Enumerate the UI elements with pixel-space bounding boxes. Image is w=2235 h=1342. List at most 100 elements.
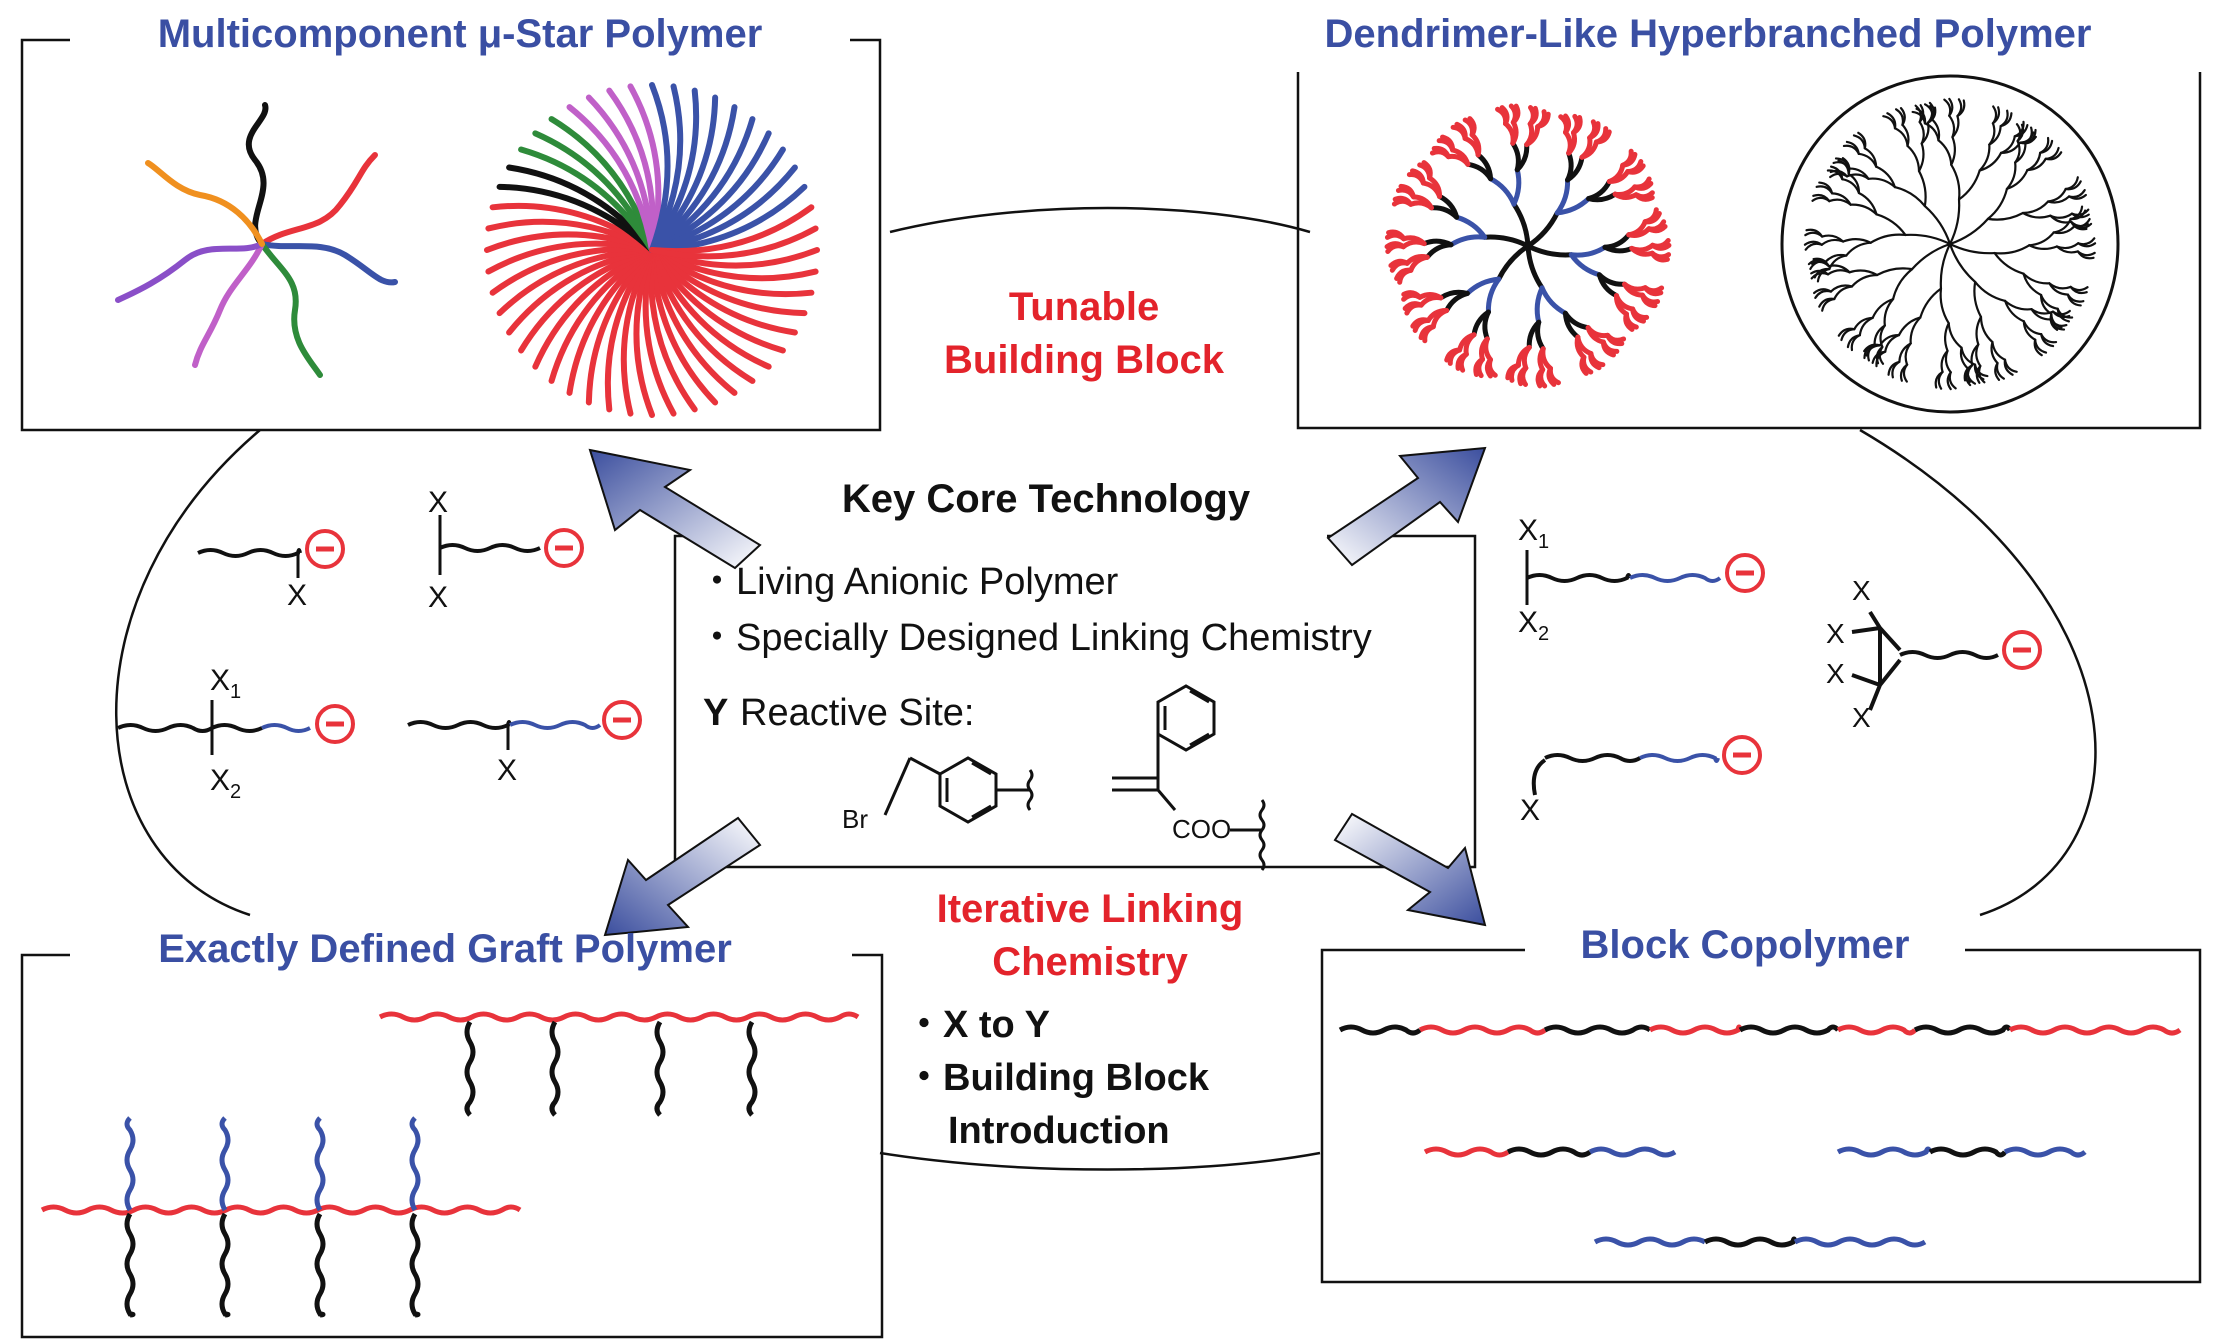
graft-side-chain [314,1212,326,1318]
dendrimer-branch [1917,142,1925,173]
dendrimer-branch [1821,234,1845,243]
block-segment [1836,1024,1917,1036]
dendrimer-branch [2069,285,2088,295]
chain [509,720,602,730]
dendrimer-branch [2039,139,2054,154]
graft-backbone [40,1204,522,1216]
dendrimer-branch [1568,244,1608,258]
dendrimer-branch [1473,356,1485,377]
dendrimer-outline [1780,74,2120,414]
dendrimer-branch [2052,225,2076,235]
chain [1639,753,1720,763]
block-segment [1793,1236,1927,1248]
block-segment [1423,1146,1510,1158]
chain [1899,650,1999,660]
dendrimer-branch [1818,297,1836,308]
dendrimer-branch [2024,128,2037,145]
dendrimer-branch [1939,287,1950,325]
dendrimer-branch [1813,288,1832,295]
dendrimer-branch [1630,306,1647,324]
dendrimer-branch [1824,253,1848,263]
dendrimer-branch [1988,125,2002,146]
dendrimer-branch [1642,211,1662,225]
dendrimer-branch [1915,107,1927,125]
dendrimer-branch [1931,118,1941,142]
dendrimer-branch [2077,242,2097,248]
dendrimer-branch [1563,113,1572,135]
connecting-ellipse [115,206,2097,1171]
dendrimer-branch [1511,167,1522,207]
dendrimer-branch [1950,163,1961,201]
dendrimer-branch [1863,343,1876,360]
dendrimer-branch [2030,308,2052,321]
graft-side-chain [746,1020,758,1117]
block-segment [1543,1024,1652,1036]
dendrimer-branch [1467,116,1477,138]
dendrimer-branch [2068,189,2086,199]
dendrimer-branch [2028,244,2058,250]
dendrimer-branch [1625,163,1646,175]
dendrimer-branch [1410,317,1431,329]
dendrimer-branch [1554,177,1571,216]
dendrimer-branch [1499,105,1510,127]
dendrimer-branch [1863,147,1878,168]
dendrimer-branch [1978,143,1991,172]
center-heading: Key Core Technology [842,477,1251,521]
dendrimer-branch [1424,242,1454,260]
graft-backbone [378,1011,860,1023]
dendrimer-branch [2028,231,2055,247]
dendrimer-branch [1897,316,1922,337]
dendrimer-branch [1974,280,2007,303]
benzyl-bromide-structure [883,756,1034,824]
block-segment [1836,1146,1933,1158]
dendrimer-branch [1632,181,1654,191]
dendrimer-branch [1993,244,2031,255]
graft-side-chain [549,1020,561,1117]
dendrimer-branch [1937,139,1953,166]
dendrimer-branch [1919,287,1943,319]
dendrimer-branch [1946,371,1952,391]
block-copolymer-panel: Block Copolymer [1320,923,2202,1284]
dendrimer-branch [1421,160,1433,181]
dendrimer-branch [2005,169,2029,190]
graft-side-chain [654,1020,666,1117]
dendrimer-branch [1554,196,1592,216]
dendrimer-branch [2021,211,2052,219]
dendrimer-branch [1978,151,2003,172]
dendrimer-branch [1454,121,1468,141]
dendrimer-branch [1845,241,1872,257]
dendrimer-branch [1993,251,2025,275]
dendrimer-branch [1525,243,1574,258]
dendrimer-branch [1901,123,1910,147]
dendrimer-branch [1943,98,1952,117]
dendrimer-branch [1944,349,1952,374]
dendrimer-branch [1899,363,1909,382]
dendrimer-branch [2070,212,2090,219]
graft-side-chain [409,1116,421,1212]
dendrimer-branch [1923,204,1952,246]
dendrimer-branch [2055,245,2079,254]
dendrimer-branch [1845,140,1860,155]
dendrimer-branch [1814,289,1832,299]
chain [261,723,311,733]
dendrimer-branch [1525,210,1560,249]
dendrimer-branch [1600,339,1616,358]
dendrimer-branch [1605,332,1625,347]
panel-title-dendrimer: Dendrimer-Like Hyperbranched Polymer [1325,12,2092,56]
dendrimer-branch [1948,217,1990,246]
arrow-to-dendrimer-panel [1326,446,1487,567]
dendrimer-branch [1898,342,1912,363]
chain-label: X [428,486,448,519]
dendrimer-branch [1813,267,1831,279]
chain-label: X1 [1518,514,1549,553]
bullet-x-to-y: ・X to Y [905,1004,1050,1046]
dendrimer-branch [1964,367,1972,387]
dendrimer-branch [1818,181,1834,195]
block-segment [1593,1236,1707,1248]
dendrimer-branch [1510,103,1521,125]
dendrimer-branch [1448,234,1488,248]
dendrimer-branch [2047,195,2071,204]
